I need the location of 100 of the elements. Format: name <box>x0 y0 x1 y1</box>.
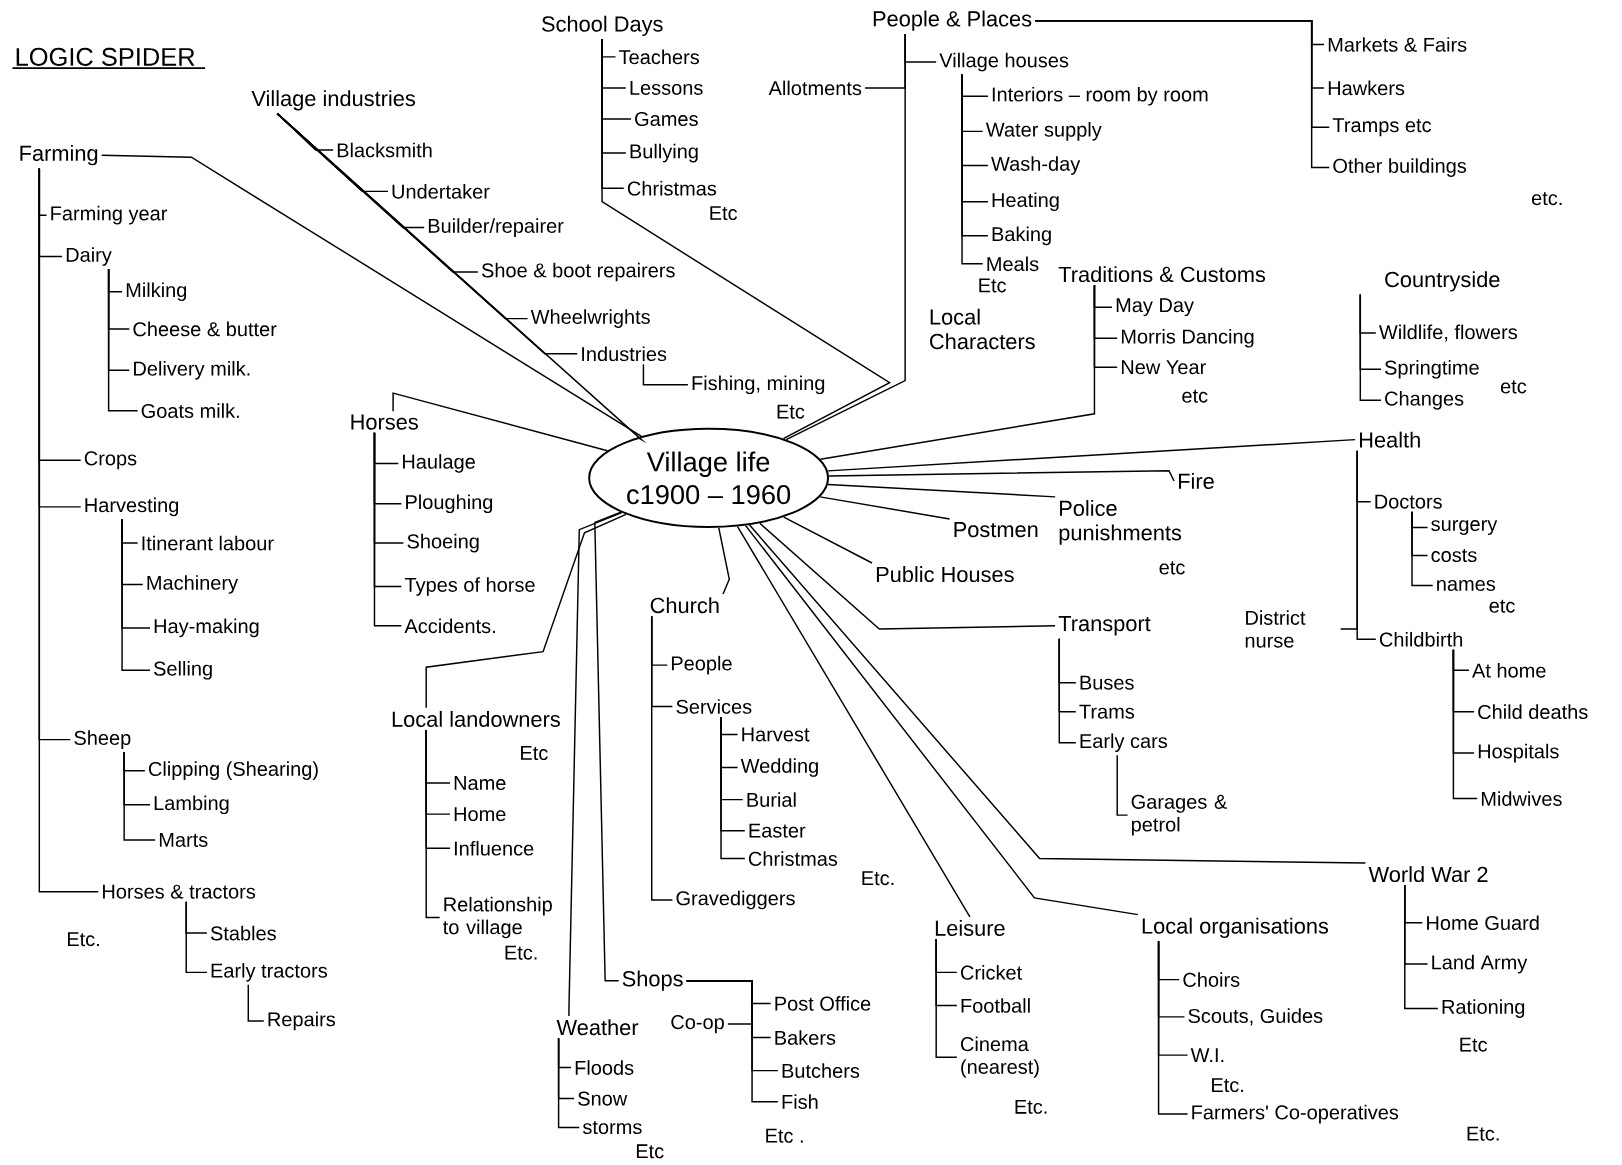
subtopic-text: Other buildings <box>1333 158 1467 177</box>
subtopic-text: Dairy <box>66 247 112 266</box>
subtopic-text: Accidents. <box>404 618 495 634</box>
topic-text: Leisure <box>935 920 1005 936</box>
bracket-line <box>961 73 984 265</box>
etc-note: etc <box>1182 389 1208 403</box>
subtopic-text: Wash-day <box>991 156 1081 175</box>
subtopic-text: Fishing, mining <box>692 375 825 395</box>
subtopic-text: Services <box>676 699 752 714</box>
subtopic-text: Wheelwrights <box>530 309 650 328</box>
subtopic-text: Christmas <box>748 851 838 867</box>
bracket-line <box>38 167 99 893</box>
subtopic-text: Games <box>635 112 698 127</box>
subtopic-text: Rationing <box>1442 999 1525 1018</box>
topic-text: Farming <box>20 145 98 166</box>
subtopic-text: Buses <box>1080 675 1134 690</box>
topic-text: Countryside <box>1385 271 1500 292</box>
branch-line <box>392 392 609 452</box>
topic-text: Weather <box>556 1019 639 1036</box>
subtopic-text: Farmers' Co-operatives <box>1192 1104 1399 1124</box>
topic-text: Health <box>1360 431 1420 448</box>
bracket-line <box>373 432 403 627</box>
bracket-line <box>185 901 208 974</box>
subtopic-text: Gravediggers <box>676 890 795 910</box>
etc-note: etc <box>1489 599 1515 613</box>
bracket-line <box>1034 20 1330 169</box>
subtopic-text: Water supply <box>985 122 1102 141</box>
topic-text: Transport <box>1058 616 1151 636</box>
subtopic-text: Meals <box>987 256 1039 272</box>
subtopic-text: Christmas <box>627 181 717 196</box>
subtopic-text: Builder/repairer <box>428 218 564 237</box>
subtopic-text: Farming year <box>51 205 168 225</box>
etc-note: Etc. <box>1015 1100 1047 1114</box>
subtopic-text: Types of horse <box>404 577 535 596</box>
topic-text: Traditions & Customs <box>1058 266 1266 283</box>
subtopic-text: Harvest <box>742 727 810 742</box>
subtopic-text: Home Guard <box>1427 915 1539 931</box>
subtopic-text: Early cars <box>1080 733 1168 753</box>
subtopic-text: New Year <box>1121 360 1206 375</box>
bracket-line <box>601 38 625 190</box>
subtopic-text: Itinerant labour <box>142 535 274 551</box>
topic-text: Local landowners <box>392 711 560 728</box>
etc-note: Etc. <box>862 871 894 886</box>
bracket-line <box>685 980 753 1025</box>
topic-text: People & Places <box>873 10 1032 31</box>
branch-line <box>594 511 622 982</box>
subtopic-text: District nurse <box>1245 610 1306 648</box>
subtopic-text: Harvesting <box>85 497 179 517</box>
topic-text: School Days <box>542 15 663 37</box>
etc-note: etc <box>1159 561 1185 575</box>
subtopic-text: Delivery milk. <box>134 361 250 380</box>
bracket-line <box>1359 294 1382 402</box>
subtopic-text: costs <box>1431 549 1477 563</box>
branch-line <box>276 113 578 355</box>
subtopic-text: Lambing <box>154 795 229 815</box>
branch-line <box>736 525 971 918</box>
bracket-line <box>904 33 937 63</box>
subtopic-text: Springtime <box>1385 360 1479 379</box>
subtopic-text: Goats milk. <box>141 403 239 419</box>
subtopic-text: Village houses <box>939 52 1069 72</box>
subtopic-text: Tramps etc <box>1332 118 1432 137</box>
subtopic-text: Ploughing <box>406 494 493 514</box>
subtopic-text: Lessons <box>630 81 703 95</box>
topic-text: Public Houses <box>876 566 1014 583</box>
subtopic-text: Snow <box>578 1091 628 1106</box>
topic-text: Postmen <box>954 522 1038 538</box>
subtopic-text: Influence <box>454 841 534 856</box>
etc-note: etc. <box>1531 192 1562 206</box>
subtopic-text: Morris Dancing <box>1121 329 1254 348</box>
bracket-line <box>247 984 265 1022</box>
subtopic-text: W.I. <box>1190 1048 1224 1063</box>
etc-note: Etc. <box>1212 1078 1244 1093</box>
subtopic-text: Bullying <box>630 143 698 163</box>
subtopic-text: Name <box>454 776 506 791</box>
branch-line <box>827 483 1056 498</box>
subtopic-text: Bakers <box>775 1030 836 1045</box>
etc-note: Etc <box>710 206 738 221</box>
subtopic-text: Baking <box>992 226 1051 246</box>
subtopic-text: Blacksmith <box>337 142 432 158</box>
subtopic-text: At home <box>1472 663 1546 678</box>
topic-text: Local organisations <box>1142 917 1329 939</box>
bracket-line <box>1411 511 1434 587</box>
subtopic-text: Horses & tractors <box>103 884 256 899</box>
subtopic-text: Childbirth <box>1379 632 1463 647</box>
topic-text: Fire <box>1179 473 1214 490</box>
subtopic-text: Choirs <box>1183 972 1240 988</box>
subtopic-text: Shoe & boot repairers <box>481 262 675 282</box>
bracket-line <box>121 518 151 672</box>
branch-line <box>783 516 873 564</box>
bracket-line <box>425 729 441 919</box>
subtopic-text: Haulage <box>403 454 475 473</box>
subtopic-text: names <box>1437 580 1496 592</box>
branch-line <box>744 525 1139 916</box>
subtopic-text: Cheese & butter <box>133 321 277 337</box>
branch-line <box>828 470 1175 482</box>
subtopic-text: Floods <box>575 1060 634 1075</box>
subtopic-text: Garages & petrol <box>1131 794 1227 836</box>
etc-note: Etc. <box>1467 1126 1499 1141</box>
subtopic-text: Doctors <box>1375 494 1442 509</box>
subtopic-text: Machinery <box>147 575 239 594</box>
